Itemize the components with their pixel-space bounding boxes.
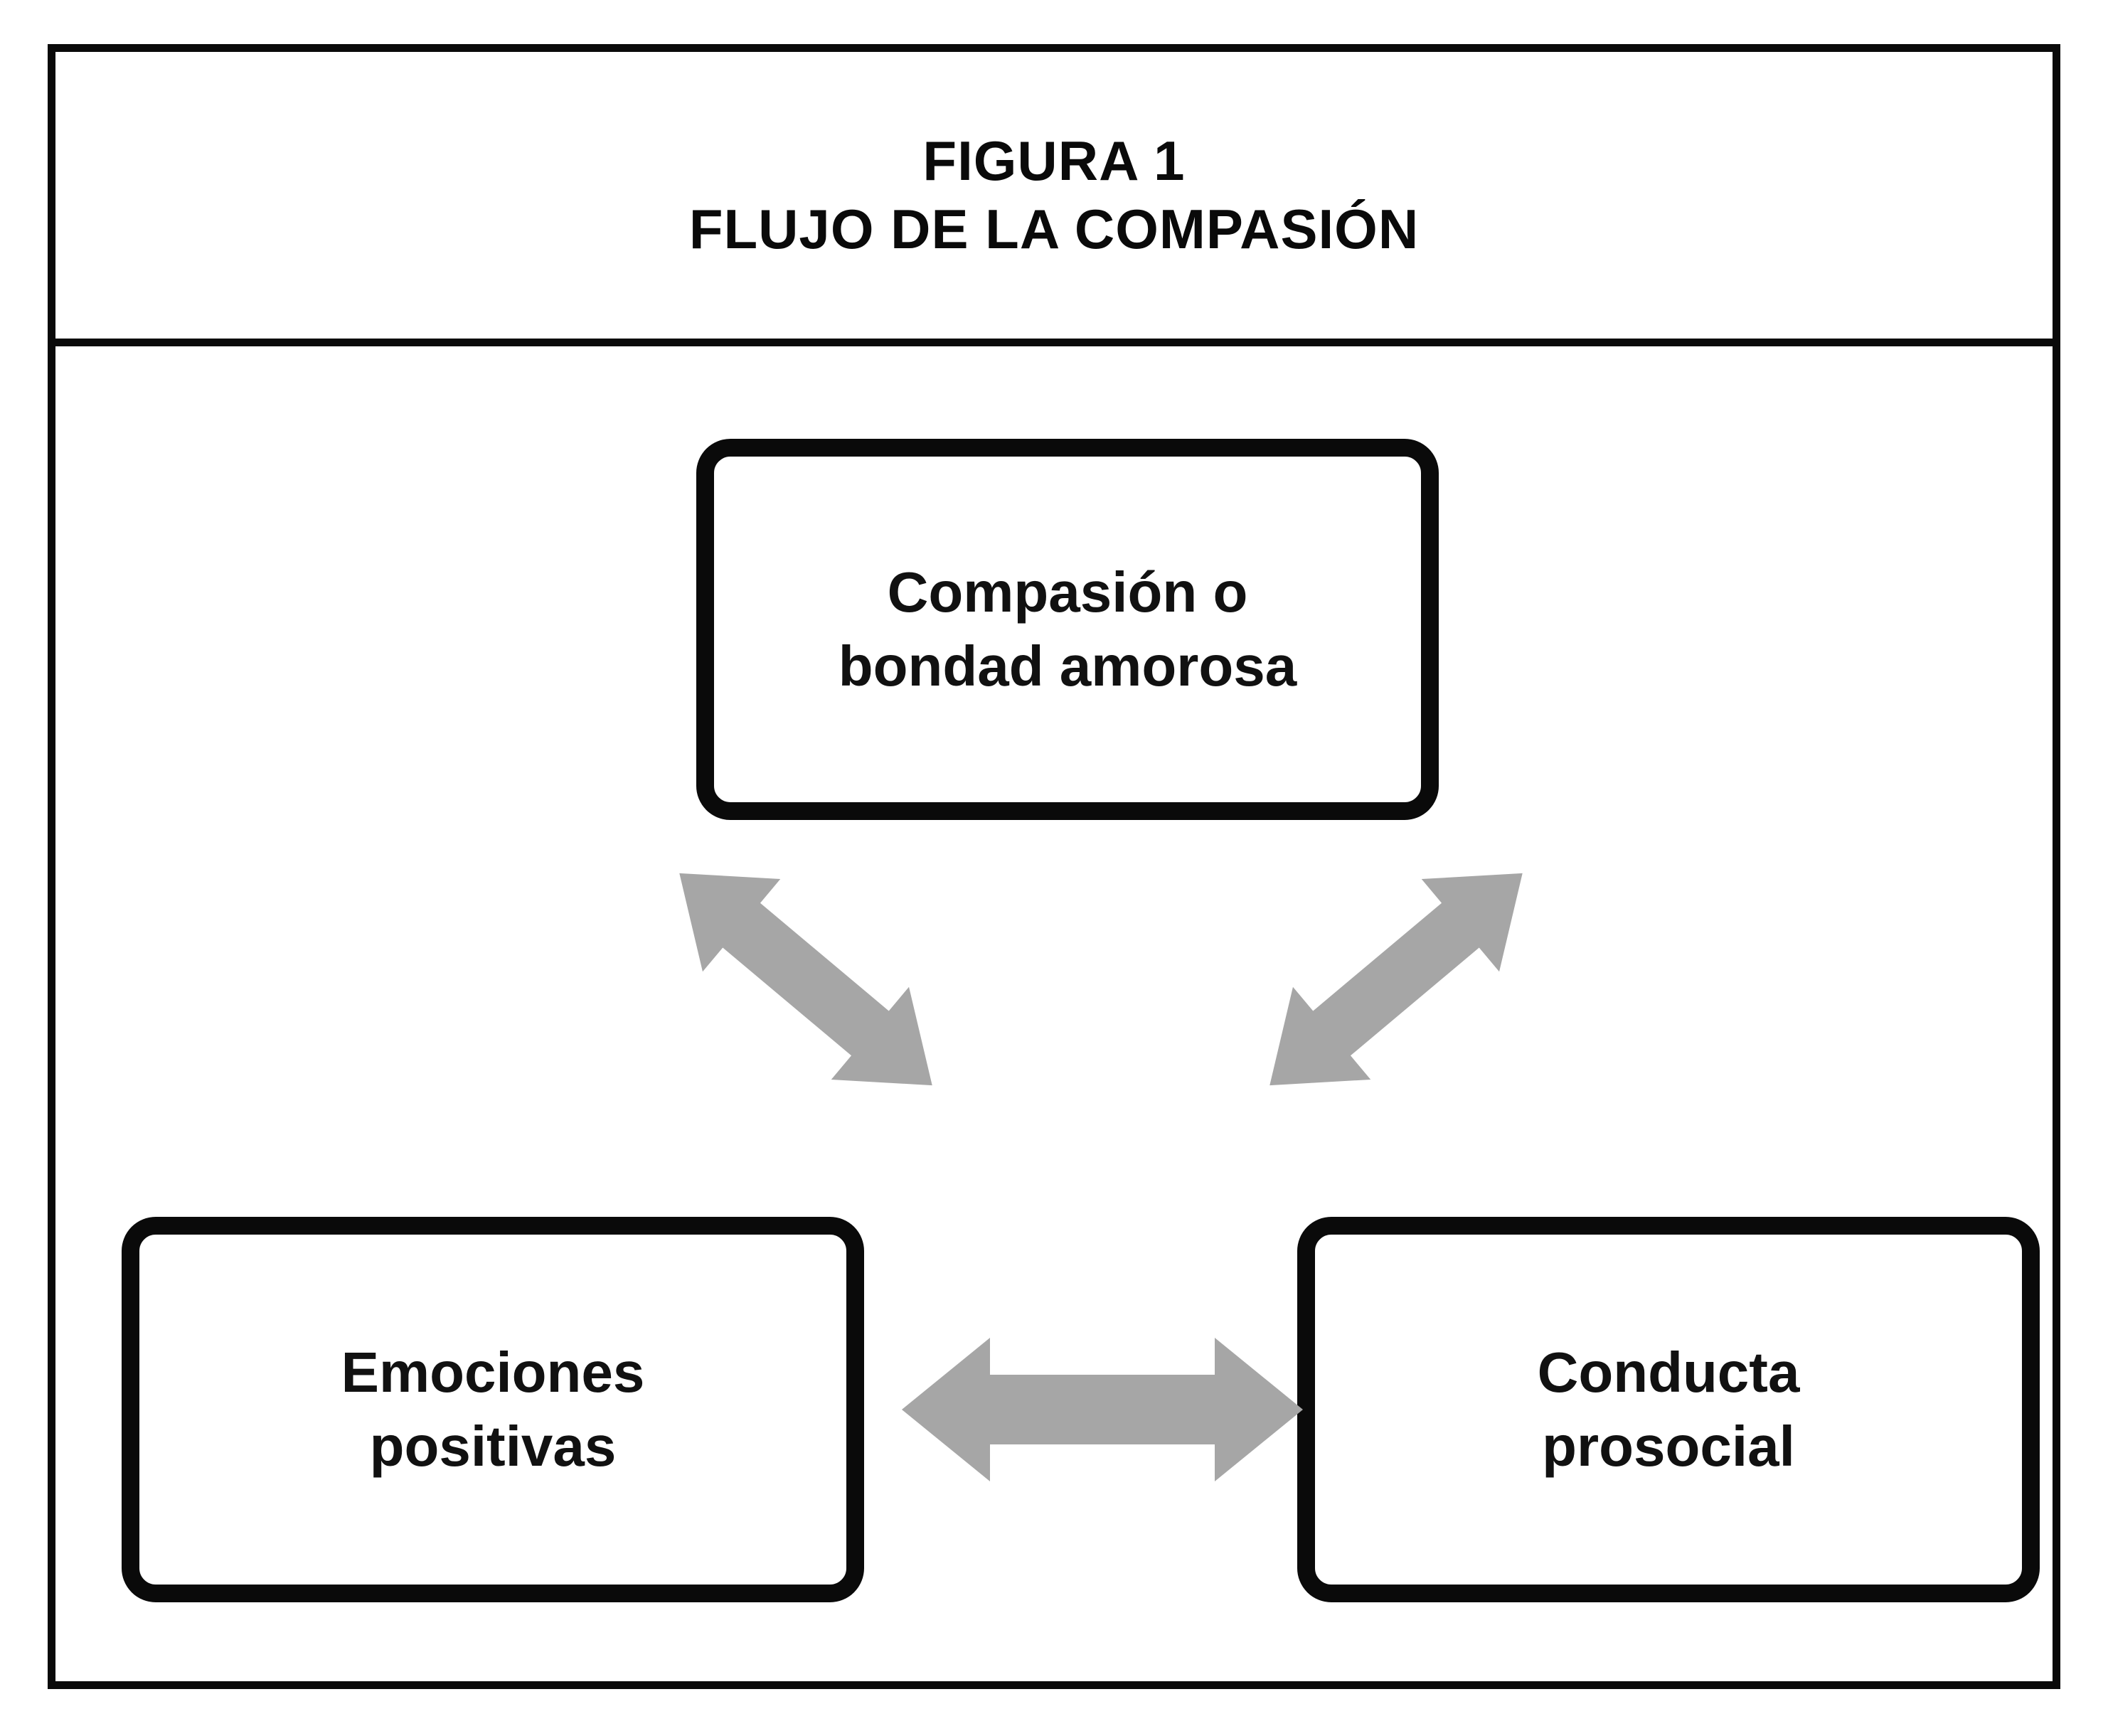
node-positive-emotions-label: Emociones positivas <box>341 1341 645 1478</box>
node-positive-emotions[interactable]: Emociones positivas <box>122 1217 864 1602</box>
node-compassion-label: Compasión o bondad amorosa <box>838 560 1297 698</box>
double-headed-arrow-horizontal-icon <box>902 1338 1303 1481</box>
figure-number: FIGURA 1 <box>922 129 1186 193</box>
diagram-canvas: Compasión o bondad amorosa Emociones pos… <box>55 346 2053 1681</box>
double-headed-arrow-diagonal-up-right-icon <box>679 873 932 1086</box>
double-headed-arrow-diagonal-up-left-icon <box>1269 873 1523 1086</box>
node-compassion[interactable]: Compasión o bondad amorosa <box>696 439 1439 820</box>
figure-caption: FIGURA 1 FLUJO DE LA COMPASIÓN <box>55 52 2053 346</box>
figure-frame: FIGURA 1 FLUJO DE LA COMPASIÓN Compasión… <box>48 44 2060 1689</box>
node-prosocial-behavior-label: Conducta prosocial <box>1537 1341 1800 1478</box>
figure-title: FLUJO DE LA COMPASIÓN <box>688 197 1420 260</box>
node-prosocial-behavior[interactable]: Conducta prosocial <box>1297 1217 2040 1602</box>
